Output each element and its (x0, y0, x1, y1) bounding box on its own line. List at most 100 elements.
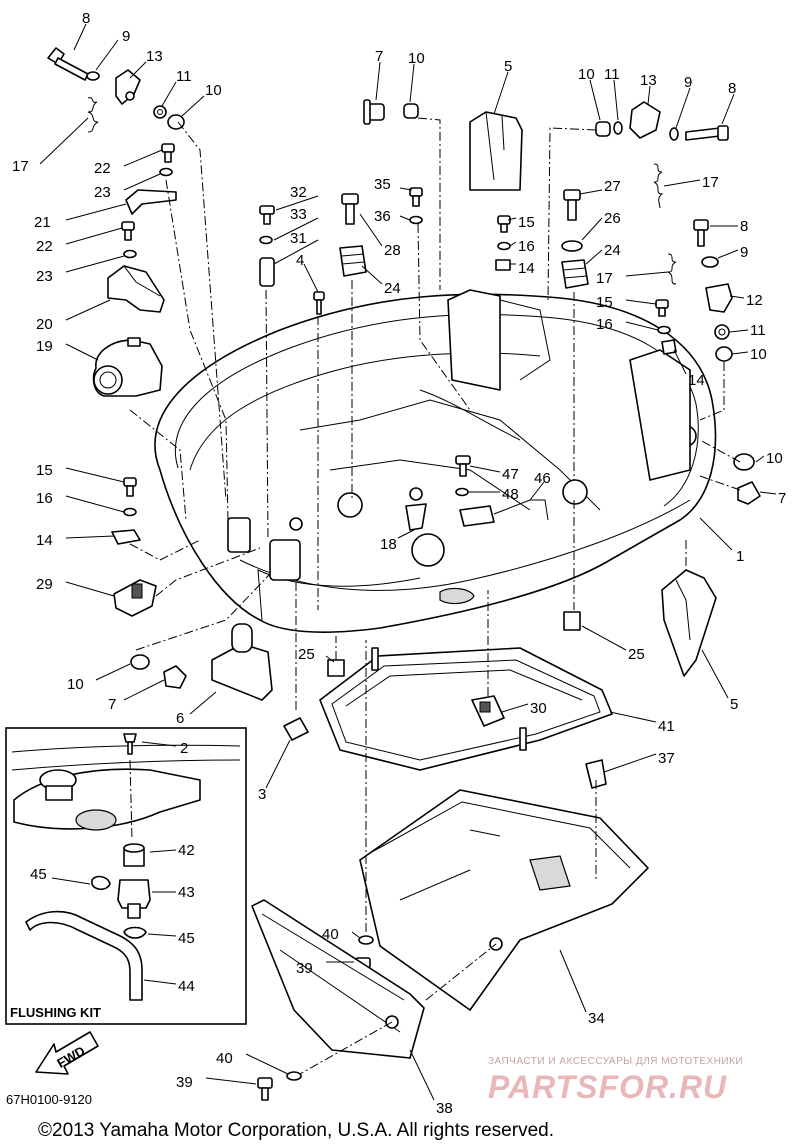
clip-14-left (111, 529, 141, 545)
callout-c11c: 11 (750, 322, 766, 339)
callout-c29: 29 (36, 576, 53, 593)
screw-22b (121, 221, 135, 241)
spring-17-right-top (653, 163, 664, 209)
copyright-notice: ©2013 Yamaha Motor Corporation, U.S.A. A… (38, 1120, 554, 1141)
callout-c42: 42 (178, 842, 195, 859)
callout-c22b: 22 (36, 238, 53, 255)
callout-c10f: 10 (766, 450, 783, 467)
callout-c11a: 11 (176, 68, 192, 85)
callout-c9b: 9 (684, 74, 692, 91)
washer-23a (159, 167, 173, 177)
callout-c37: 37 (658, 750, 675, 767)
callout-c14b: 14 (518, 260, 535, 277)
callout-c28: 28 (384, 242, 401, 259)
cover-34 (359, 789, 649, 1011)
bottom-cowling (154, 289, 717, 633)
pin-4 (313, 291, 325, 315)
washer-16-left (123, 507, 137, 517)
bolt-8-right (685, 125, 729, 141)
callout-c9a: 9 (122, 28, 130, 45)
callout-c31: 31 (290, 230, 307, 247)
holder-20 (107, 265, 165, 313)
spring-17-right-mid (667, 253, 677, 285)
kit-title: FLUSHING KIT (10, 1005, 101, 1020)
callout-c2: 2 (180, 740, 188, 757)
callout-c17b: 17 (702, 174, 719, 191)
callout-c16a: 16 (36, 490, 53, 507)
washer-9-side (701, 256, 719, 268)
callout-c24b: 24 (604, 242, 621, 259)
pin-7-rim (737, 481, 761, 505)
callout-c12: 12 (746, 292, 763, 309)
grommet-3 (283, 717, 309, 741)
callout-c38: 38 (436, 1100, 453, 1117)
assembly-lines (129, 117, 741, 1075)
washer-9-left (86, 71, 100, 81)
holder-30 (471, 695, 505, 727)
screw-15-right (655, 299, 669, 317)
grommet-18 (405, 487, 427, 531)
callout-c47: 47 (502, 466, 519, 483)
fwd-arrow: FWD (35, 1031, 99, 1075)
bracket-5-lower (661, 569, 717, 677)
clip-14-mid (495, 259, 511, 271)
grommet-24-right (561, 259, 589, 289)
callout-c25a: 25 (298, 646, 315, 663)
bracket-13-right (629, 101, 661, 139)
collar-10-side (715, 346, 733, 362)
bolt-8-side (693, 219, 709, 247)
collar-10-left (167, 114, 185, 130)
callout-c35: 35 (374, 176, 391, 193)
washer-26 (561, 240, 583, 252)
callout-c48: 48 (502, 486, 519, 503)
callout-c10e: 10 (750, 346, 767, 363)
screw-39b (257, 1077, 273, 1101)
callout-c30: 30 (530, 700, 547, 717)
switch-19 (92, 337, 163, 397)
callout-c13b: 13 (640, 72, 657, 89)
callout-c39b: 39 (176, 1074, 193, 1091)
callout-c7a: 7 (108, 696, 116, 713)
collar-31 (259, 257, 275, 287)
callout-c36: 36 (374, 208, 391, 225)
callout-c14c: 14 (688, 372, 705, 389)
callout-c21: 21 (34, 214, 51, 231)
callout-c8a: 8 (82, 10, 90, 27)
leader-lines (39, 23, 777, 1101)
bolt-27 (563, 189, 581, 221)
screw-22a (161, 143, 175, 163)
spring-17-left (87, 97, 99, 133)
nut-11-left (153, 105, 167, 119)
callout-c25b: 25 (628, 646, 645, 663)
washer-40b (286, 1071, 302, 1081)
callout-c40a: 40 (322, 926, 339, 943)
washer-48 (455, 487, 469, 497)
lever-46 (459, 499, 549, 527)
flushing-kit-panel: FLUSHING KIT (5, 727, 247, 1025)
washer-33 (259, 235, 273, 245)
callout-c15a: 15 (36, 462, 53, 479)
screw-15-left (123, 477, 137, 497)
callout-c11b: 11 (604, 66, 620, 83)
callout-c15c: 15 (596, 294, 613, 311)
callout-c10c: 10 (408, 50, 425, 67)
pin-7-top (363, 99, 385, 125)
washer-9-right (669, 127, 679, 141)
callout-c14a: 14 (36, 532, 53, 549)
cover-38 (251, 899, 425, 1059)
callout-c34: 34 (588, 1010, 605, 1027)
part-code: 67H0100-9120 (6, 1092, 92, 1107)
callout-c41: 41 (658, 718, 675, 735)
holder-29 (113, 579, 157, 617)
bracket-6 (211, 623, 273, 701)
grommet-25-right (563, 611, 581, 631)
watermark: ЗАПЧАСТИ И АКСЕССУАРЫ ДЛЯ МОТОТЕХНИКИ PA… (488, 1056, 743, 1105)
bracket-12 (705, 283, 733, 313)
callout-c20: 20 (36, 316, 53, 333)
nut-11-right (613, 121, 623, 135)
screw-35 (409, 187, 423, 207)
screw-15-mid (497, 215, 511, 233)
callout-c17a: 17 (12, 158, 29, 175)
